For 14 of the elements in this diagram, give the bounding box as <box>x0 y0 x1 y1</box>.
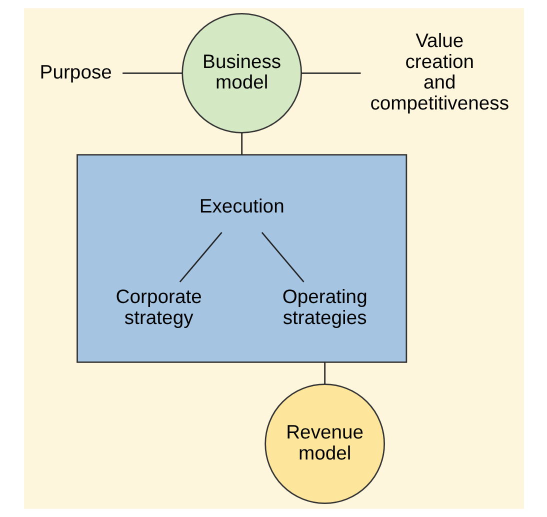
connector <box>178 232 222 282</box>
node-text: Corporate strategy <box>115 286 202 329</box>
connector <box>122 72 182 74</box>
connector <box>240 132 242 155</box>
node-circle: Business model <box>181 13 302 134</box>
cluster <box>76 154 407 363</box>
connector <box>260 232 304 282</box>
node-text: Execution <box>198 195 284 218</box>
connector <box>300 72 360 74</box>
node-text: Operating strategies <box>282 286 367 329</box>
node-text: Value creation and competitiveness <box>370 30 509 114</box>
node-circle: Revenue model <box>264 384 384 504</box>
node-text: Purpose <box>39 61 112 84</box>
connector <box>324 362 326 384</box>
